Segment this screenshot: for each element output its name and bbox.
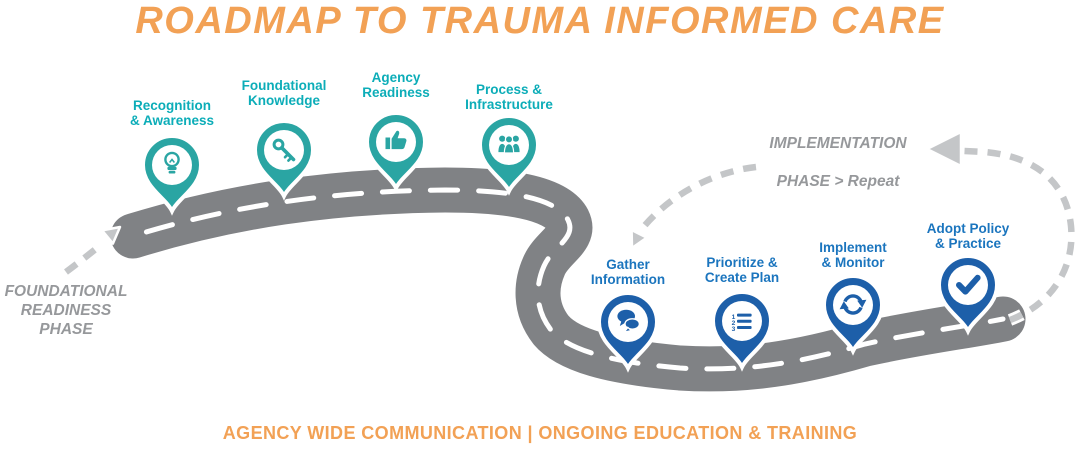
arrow-head-icon (630, 228, 649, 250)
checkmark-icon (956, 274, 981, 295)
implementation-phase-line1: IMPLEMENTATION (769, 135, 907, 152)
pin-gather-information (596, 291, 660, 373)
foundational-entry-arrow (62, 225, 122, 277)
pin-label-prioritize-create-plan: Prioritize & Create Plan (704, 255, 780, 286)
implementation-entry-arrow (630, 161, 757, 250)
arrow-head-icon (925, 130, 963, 168)
pin-agency-readiness (364, 111, 428, 193)
refresh-icon (839, 294, 867, 315)
lightbulb-icon (164, 151, 180, 174)
implementation-phase-label: IMPLEMENTATION PHASE > Repeat (769, 135, 906, 192)
pin-label-agency-readiness: Agency Readiness (362, 70, 430, 101)
svg-text:3: 3 (732, 326, 736, 333)
key-icon (272, 138, 296, 162)
pin-label-adopt-policy-practice: Adopt Policy & Practice (926, 221, 1010, 252)
implementation-phase-line2: PHASE > Repeat (776, 172, 900, 190)
pin-label-gather-information: Gather Information (590, 257, 666, 288)
footer-banner: AGENCY WIDE COMMUNICATION | ONGOING EDUC… (222, 423, 858, 443)
pin-recognition-awareness (140, 134, 204, 216)
pin-implement-monitor (821, 274, 885, 356)
pin-adopt-policy-practice (936, 254, 1000, 336)
svg-text:1: 1 (732, 314, 736, 321)
repeat-loop-arrow (925, 130, 1078, 326)
page-title: ROADMAP TO TRAUMA INFORMED CARE (135, 0, 945, 42)
svg-text:2: 2 (732, 320, 736, 327)
pin-process-infrastructure (477, 114, 541, 196)
pin-label-recognition-awareness: Recognition & Awareness (129, 98, 215, 129)
people-icon (498, 135, 520, 154)
pin-foundational-knowledge (252, 119, 316, 201)
pin-label-process-infrastructure: Process & Infrastructure (465, 82, 553, 113)
road-center-line (130, 187, 1006, 372)
pin-label-implement-monitor: Implement & Monitor (819, 240, 887, 271)
pin-prioritize-create-plan: 1 2 3 (710, 290, 774, 372)
chat-bubbles-icon (617, 309, 641, 334)
pin-label-foundational-knowledge: Foundational Knowledge (241, 78, 327, 109)
thumbs-up-icon (385, 130, 407, 150)
foundational-phase-label: FOUNDATIONAL READINESS PHASE (4, 283, 128, 338)
arrow-head-icon (100, 225, 122, 245)
numbered-list-icon: 1 2 3 (732, 313, 752, 333)
